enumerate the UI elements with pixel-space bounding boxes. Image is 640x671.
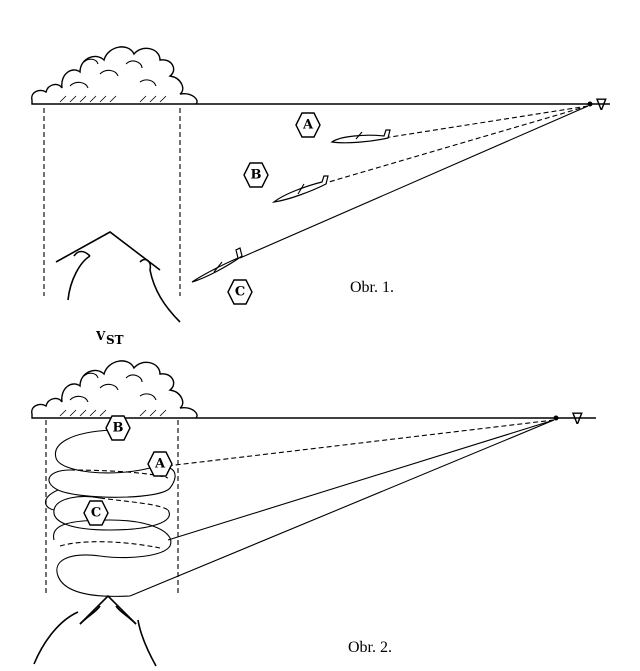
cloud-1	[31, 46, 198, 105]
svg-text:B: B	[113, 421, 124, 436]
glide-path-b-1	[321, 105, 589, 185]
caption-1: Obr. 1.	[350, 279, 394, 296]
svg-text:A: A	[302, 118, 314, 133]
label-c-1: C	[227, 279, 253, 305]
updraft-velocity-label: V ST	[95, 329, 124, 347]
glide-path-c-2	[129, 419, 555, 597]
updraft-arrow-1	[55, 231, 181, 323]
glide-path-a-2	[149, 419, 555, 469]
glider-a-1	[330, 129, 391, 144]
label-c-2: C	[83, 500, 109, 526]
caption-2: Obr. 2.	[348, 639, 392, 656]
svg-text:ST: ST	[106, 333, 124, 347]
label-a-2: A	[147, 451, 173, 477]
cloud-2	[31, 360, 198, 419]
svg-text:B: B	[251, 168, 262, 183]
svg-text:A: A	[154, 457, 166, 472]
target-point-1	[587, 101, 593, 107]
glider-c-1	[191, 247, 243, 283]
figure-2: ∇ B A C	[31, 360, 596, 667]
glide-path-b-2	[167, 419, 555, 541]
updraft-arrow-2	[33, 594, 157, 667]
svg-text:C: C	[235, 285, 245, 300]
target-point-2	[553, 415, 559, 421]
target-symbol-1: ∇	[595, 97, 607, 114]
thermal-spiral	[44, 429, 176, 597]
glide-path-c-1	[239, 105, 589, 259]
svg-text:C: C	[91, 506, 101, 521]
glide-path-a-1	[383, 105, 589, 139]
label-b-2: B	[105, 415, 131, 441]
target-symbol-2: ∇	[571, 411, 583, 428]
label-a-1: A	[295, 112, 321, 138]
label-b-1: B	[243, 162, 269, 188]
glider-b-1	[271, 175, 329, 203]
figure-1: ∇ A B C	[31, 46, 610, 347]
svg-text:V: V	[95, 329, 106, 343]
